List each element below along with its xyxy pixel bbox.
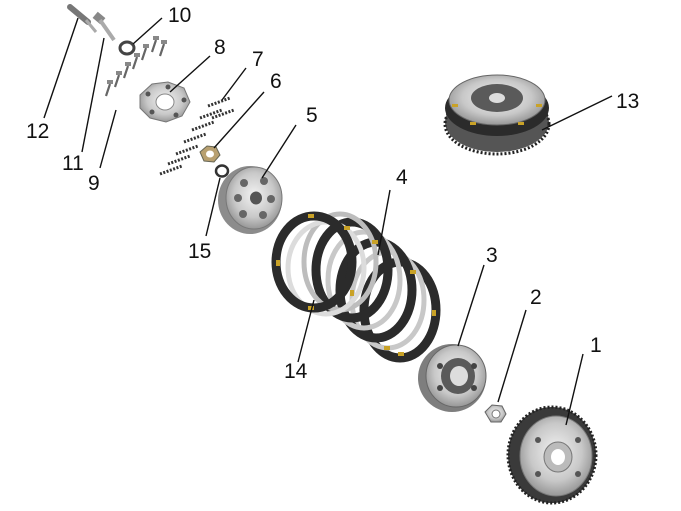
callout-numbers: 1 2 3 4 5 6 7 8 9 10 11 12 13 14 15 xyxy=(26,4,639,383)
part-11-bolt xyxy=(92,11,116,42)
leader-11 xyxy=(81,37,105,153)
callout-2: 2 xyxy=(530,286,542,309)
part-8-lifter-plate xyxy=(139,81,191,123)
callout-11: 11 xyxy=(62,152,84,175)
leader-9 xyxy=(99,109,117,169)
leader-14 xyxy=(297,299,315,363)
leader-8 xyxy=(169,55,211,93)
part-7-clutch-springs xyxy=(159,96,235,176)
callout-5: 5 xyxy=(306,104,318,127)
part-2-splined-washer xyxy=(484,404,507,423)
leader-15 xyxy=(205,177,221,237)
callout-13: 13 xyxy=(616,90,639,113)
callout-12: 12 xyxy=(26,120,49,143)
callout-10: 10 xyxy=(168,4,191,27)
part-6-nut xyxy=(199,145,221,163)
callout-3: 3 xyxy=(486,244,498,267)
leader-3 xyxy=(457,264,485,347)
part-3-clutch-hub xyxy=(418,344,487,412)
leader-4 xyxy=(377,189,391,256)
leader-6 xyxy=(213,91,265,149)
part-15-circlip xyxy=(214,164,230,178)
leader-7 xyxy=(221,67,247,101)
leader-1 xyxy=(565,353,584,426)
leader-5 xyxy=(261,124,297,179)
callout-6: 6 xyxy=(270,70,282,93)
part-1-clutch-basket xyxy=(506,405,598,505)
callout-1: 1 xyxy=(590,334,602,357)
leader-12 xyxy=(43,17,79,119)
part-4-14-clutch-plate-pack xyxy=(271,211,441,363)
part-5-pressure-plate xyxy=(218,166,283,234)
part-9-small-bolts xyxy=(104,36,167,97)
callout-14: 14 xyxy=(284,360,308,383)
callout-9: 9 xyxy=(88,172,100,195)
part-10-washer xyxy=(118,40,136,56)
part-12-long-bolt xyxy=(67,4,98,33)
callout-15: 15 xyxy=(188,240,211,263)
leader-10 xyxy=(132,17,163,45)
part-13-clutch-assembly xyxy=(443,74,551,156)
callout-8: 8 xyxy=(214,36,226,59)
callout-7: 7 xyxy=(252,48,264,71)
leader-13 xyxy=(541,95,613,131)
callout-4: 4 xyxy=(396,166,408,189)
leader-lines xyxy=(43,17,613,426)
leader-2 xyxy=(497,309,527,403)
